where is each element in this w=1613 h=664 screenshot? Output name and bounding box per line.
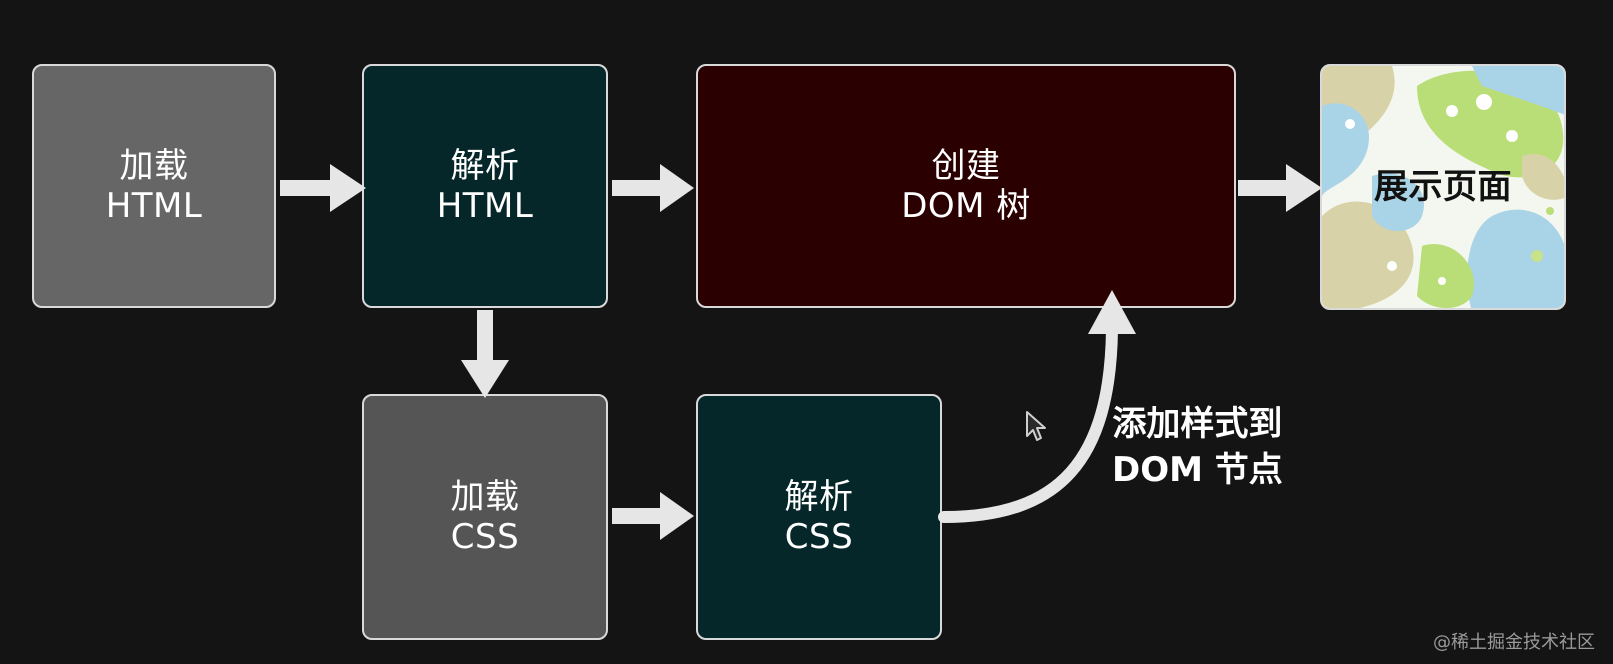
parse-html-line1: 解析 xyxy=(450,145,520,186)
annotation-line2: DOM 节点 xyxy=(1112,449,1283,490)
style-annotation: 添加样式到 DOM 节点 xyxy=(1112,402,1283,494)
parse-css-label: 解析 CSS xyxy=(785,477,854,557)
arrow-load-to-parse-html xyxy=(280,164,366,212)
arrow-dom-to-show-page xyxy=(1238,164,1322,212)
load-css-box: 加载 CSS xyxy=(362,394,608,640)
load-html-line2: HTML xyxy=(105,186,203,226)
arrow-parse-css-to-dom xyxy=(938,290,1136,523)
annotation-line1: 添加样式到 xyxy=(1112,404,1283,444)
parse-html-label: 解析 HTML xyxy=(437,146,534,226)
arrow-parse-html-to-load-css xyxy=(461,310,509,398)
load-css-label: 加载 CSS xyxy=(451,477,520,557)
show-page-box: 展示页面 xyxy=(1320,64,1566,310)
parse-css-line2: CSS xyxy=(784,517,854,557)
parse-html-box: 解析 HTML xyxy=(362,64,608,308)
create-dom-line2: DOM 树 xyxy=(901,186,1031,226)
watermark: @稀土掘金技术社区 xyxy=(1433,632,1595,653)
load-css-line2: CSS xyxy=(450,517,520,557)
load-css-line1: 加载 xyxy=(450,476,520,517)
parse-html-line2: HTML xyxy=(436,186,534,226)
arrow-parse-html-to-dom xyxy=(612,164,694,212)
page-preview-image xyxy=(1322,66,1564,308)
load-html-line1: 加载 xyxy=(119,145,189,186)
load-html-box: 加载 HTML xyxy=(32,64,276,308)
create-dom-line1: 创建 xyxy=(931,145,1001,186)
create-dom-label: 创建 DOM 树 xyxy=(901,146,1031,226)
load-html-label: 加载 HTML xyxy=(106,146,203,226)
parse-css-line1: 解析 xyxy=(784,476,854,517)
parse-css-box: 解析 CSS xyxy=(696,394,942,640)
mouse-pointer-icon xyxy=(1026,411,1046,441)
show-page-text: 展示页面 xyxy=(1374,166,1512,207)
create-dom-box: 创建 DOM 树 xyxy=(696,64,1236,308)
arrow-load-css-to-parse-css xyxy=(612,492,694,540)
show-page-label: 展示页面 xyxy=(1374,167,1512,207)
